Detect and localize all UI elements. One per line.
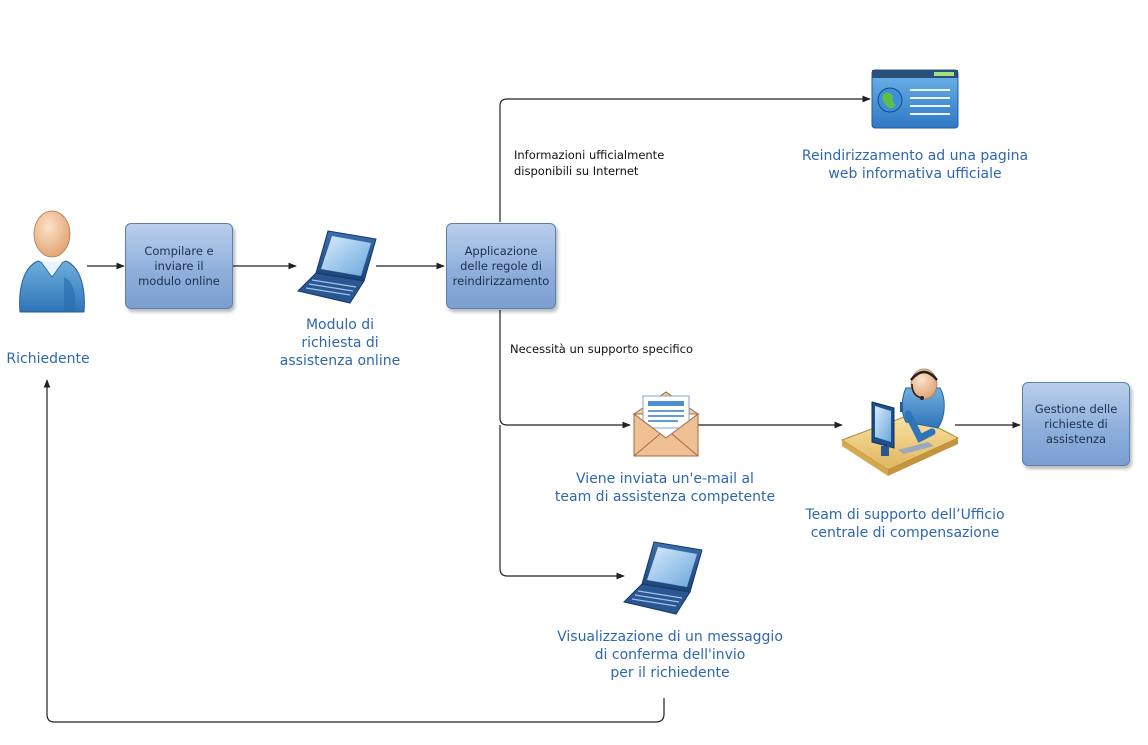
label-online-form: Modulo di richiesta di assistenza online: [279, 317, 401, 369]
support-agent-icon: [840, 368, 960, 476]
arrow-confirmation-to-requester: [43, 379, 665, 723]
process-apply-rules: Applicazione delle regole di reindirizza…: [446, 223, 556, 309]
connectors: [43, 95, 1021, 723]
process-manage-requests: Gestione delle richieste di assistenza: [1022, 382, 1130, 466]
label-email-sent: Viene inviata un'e-mail al team di assis…: [554, 471, 776, 505]
person-icon: [19, 210, 85, 313]
label-confirmation: Visualizzazione di un messaggio di confe…: [557, 629, 783, 681]
envelope-icon: [632, 391, 700, 457]
arrow-rules-to-confirmation: [499, 425, 625, 580]
edge-label-specific-support: Necessità un supporto specifico: [510, 342, 694, 356]
laptop-icon: [623, 541, 703, 615]
edge-label-info-online: Informazioni ufficialmente disponibili s…: [514, 148, 665, 178]
label-web-redirect: Reindirizzamento ad una pagina web infor…: [801, 148, 1029, 182]
arrow-rules-to-email: [499, 310, 631, 429]
arrow-rules-to-web: [499, 95, 871, 222]
laptop-icon: [297, 230, 377, 304]
label-support-team: Team di supporto dell’Ufficio centrale d…: [805, 507, 1005, 541]
process-fill-form: Compilare e inviare il modulo online: [125, 223, 233, 309]
webpage-icon: [871, 69, 959, 129]
label-requester: Richiedente: [6, 351, 90, 367]
